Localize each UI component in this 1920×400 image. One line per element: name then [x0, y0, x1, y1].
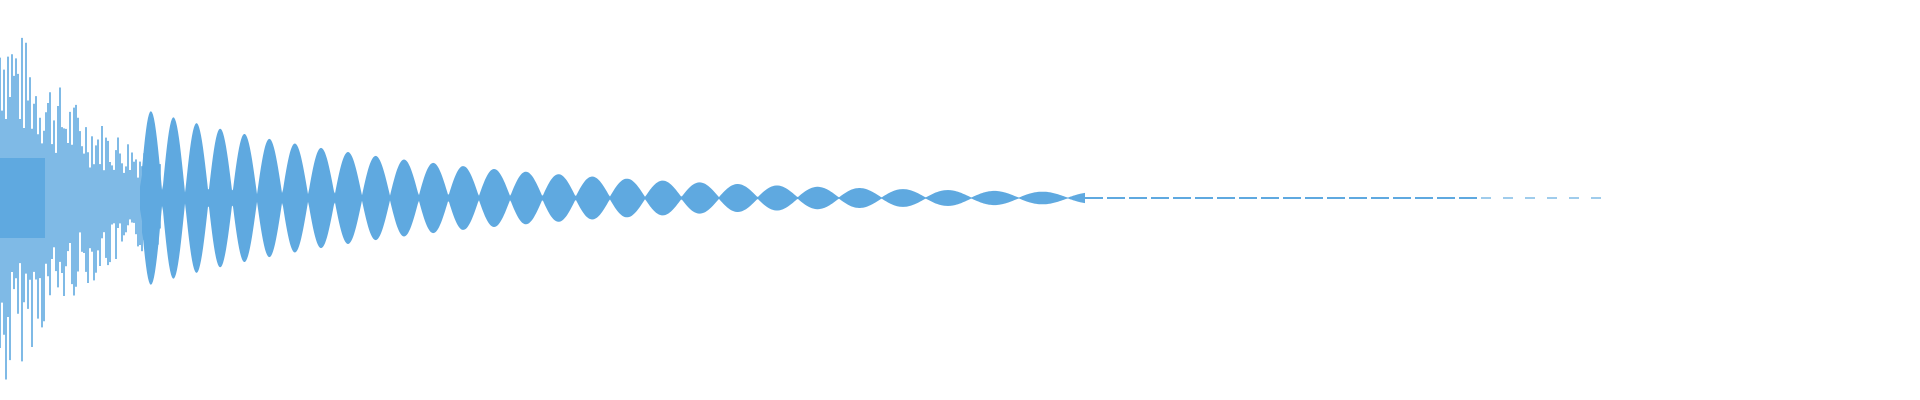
waveform-attack-core — [0, 158, 45, 238]
waveform-decay-body — [140, 111, 1085, 285]
